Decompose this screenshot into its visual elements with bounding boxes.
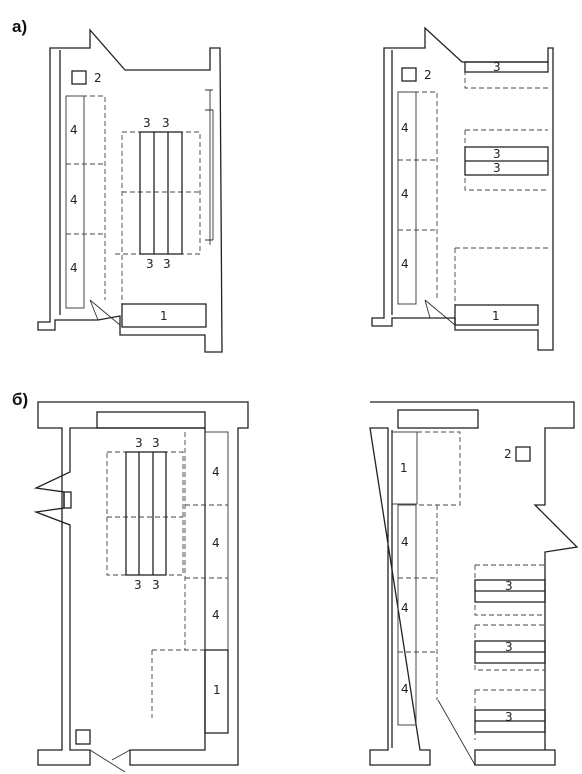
bed-4 <box>397 504 417 726</box>
label-3: 3 <box>152 578 160 592</box>
label-4: 4 <box>401 257 409 271</box>
door-swing <box>424 299 456 326</box>
label-3: 3 <box>505 579 513 593</box>
door-swing <box>89 299 121 326</box>
label-3: 3 <box>134 578 142 592</box>
label-4: 4 <box>401 187 409 201</box>
outer-wall <box>37 28 223 353</box>
item-window <box>96 411 206 429</box>
item-2 <box>401 67 417 82</box>
wall-fixture <box>63 491 72 509</box>
table-3 <box>464 61 549 73</box>
label-1: 1 <box>400 461 408 475</box>
label-3: 3 <box>135 436 143 450</box>
label-3: 3 <box>163 257 171 271</box>
label-4: 4 <box>70 193 78 207</box>
tables-zone <box>121 131 201 255</box>
label-1: 1 <box>213 683 221 697</box>
item-1 <box>121 303 207 328</box>
table-3 <box>139 131 183 255</box>
door-swing <box>89 749 131 773</box>
item-1 <box>204 649 229 734</box>
plan-b-right: 2 1 4 4 4 3 3 3 <box>369 401 579 766</box>
label-2: 2 <box>424 68 432 82</box>
label-4: 4 <box>212 536 220 550</box>
label-4: 4 <box>401 535 409 549</box>
panel-label-b: б) <box>12 390 28 409</box>
label-3: 3 <box>146 257 154 271</box>
label-2: 2 <box>94 71 102 85</box>
outer-wall <box>371 26 554 351</box>
item-2 <box>515 446 531 462</box>
item-1 <box>454 304 539 326</box>
tables-zone <box>474 564 545 740</box>
item-2 <box>75 729 91 745</box>
label-2: 2 <box>504 447 512 461</box>
table-3 <box>125 451 167 576</box>
label-4: 4 <box>212 465 220 479</box>
door-swing <box>437 699 476 766</box>
item-1 <box>391 431 418 505</box>
label-3: 3 <box>493 147 501 161</box>
outer-wall <box>369 401 579 766</box>
wall-niche <box>205 89 214 241</box>
label-3: 3 <box>505 640 513 654</box>
label-3: 3 <box>152 436 160 450</box>
panel-label-a: а) <box>12 17 27 36</box>
label-1: 1 <box>492 309 500 323</box>
label-4: 4 <box>401 682 409 696</box>
plan-a-left: 2 4 4 4 3 3 3 3 1 <box>37 28 223 353</box>
label-3: 3 <box>505 710 513 724</box>
label-4: 4 <box>401 601 409 615</box>
label-3: 3 <box>493 161 501 175</box>
item-2 <box>71 70 87 85</box>
plan-b-left: 3 3 3 3 4 4 4 1 <box>33 401 249 773</box>
label-3: 3 <box>493 60 501 74</box>
label-4: 4 <box>70 123 78 137</box>
item-window <box>397 409 479 429</box>
plan-a-right: 2 4 4 4 3 3 3 1 <box>371 26 554 351</box>
label-3: 3 <box>143 116 151 130</box>
label-4: 4 <box>70 261 78 275</box>
outer-wall <box>33 401 249 766</box>
label-1: 1 <box>160 309 168 323</box>
label-4: 4 <box>401 121 409 135</box>
label-3: 3 <box>162 116 170 130</box>
label-4: 4 <box>212 608 220 622</box>
tables-zone <box>106 451 184 576</box>
